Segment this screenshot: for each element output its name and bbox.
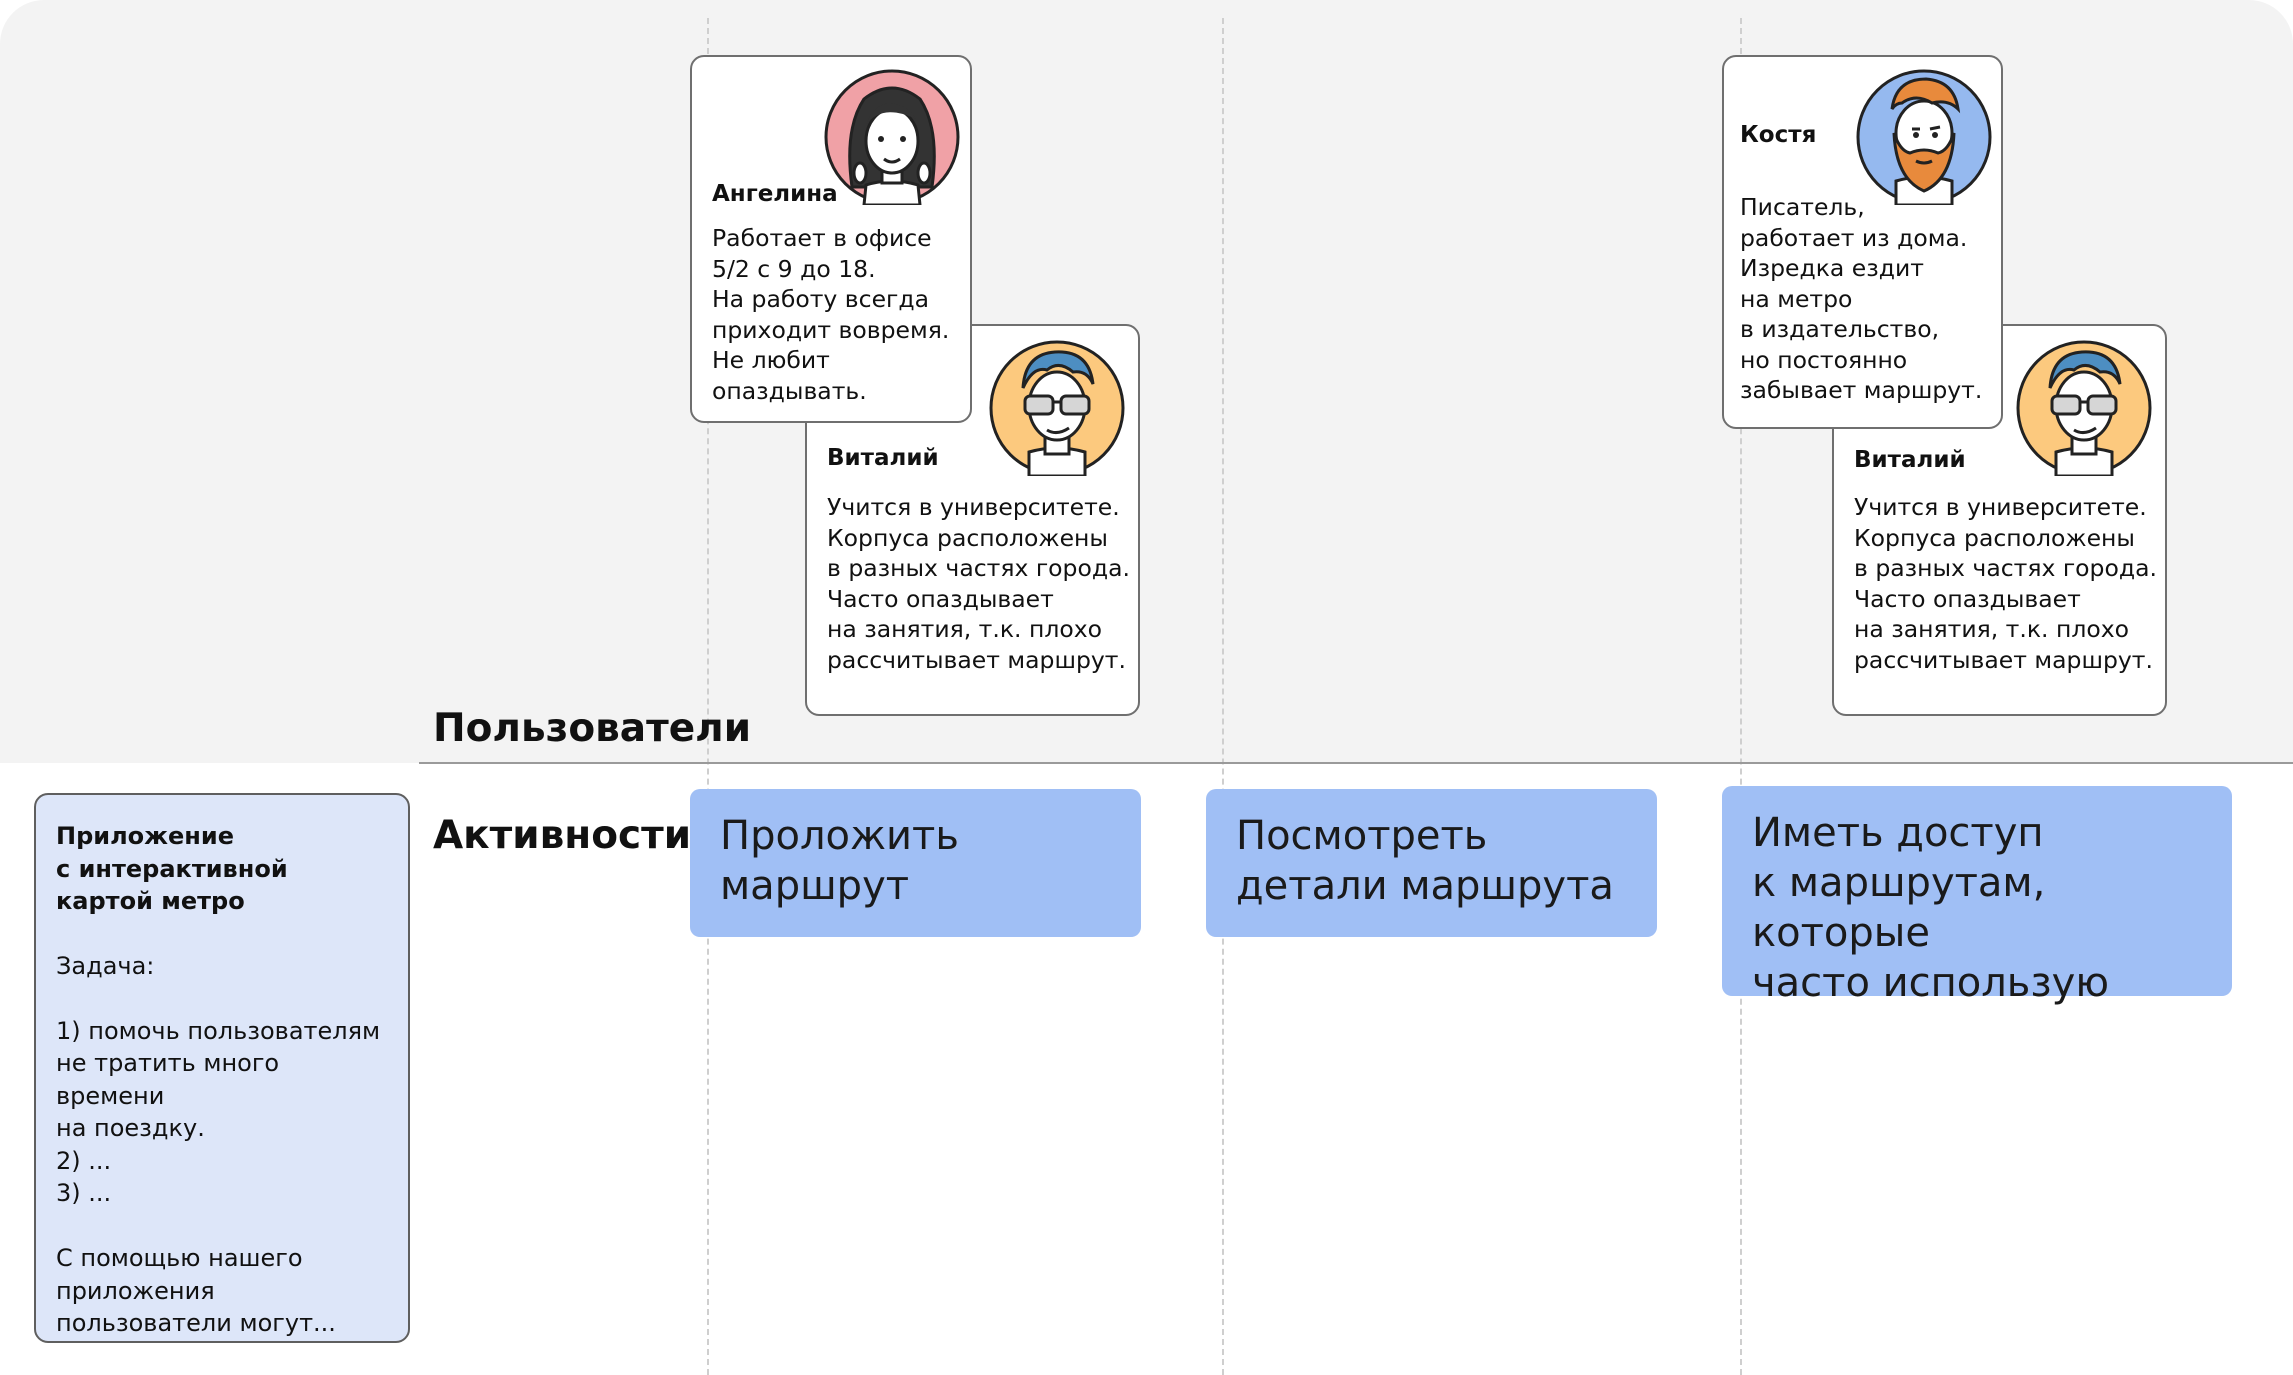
activities-section-label: Активности [433, 813, 692, 858]
young-man-glasses-avatar-icon [2016, 340, 2152, 476]
activity-card: Иметь доступ к маршрутам, которые часто … [1722, 786, 2232, 1006]
persona-name: Виталий [827, 445, 939, 471]
persona-name: Ангелина [712, 181, 838, 207]
app-description-title: Приложение с интерактивной картой метро [56, 822, 288, 915]
persona-description: Учится в университете. Корпуса расположе… [827, 493, 1130, 674]
users-section-label: Пользователи [433, 706, 752, 751]
column-divider [1740, 18, 1742, 1375]
app-description-card: Приложение с интерактивной картой метро … [34, 793, 410, 1343]
section-divider [419, 762, 2293, 764]
persona-description: Учится в университете. Корпуса расположе… [1854, 493, 2157, 674]
persona-name: Костя [1740, 122, 1817, 148]
persona-description: Писатель, работает из дома. Изредка езди… [1740, 193, 1983, 404]
column-divider [707, 18, 709, 1375]
activity-card: Проложить маршрут [690, 789, 1141, 937]
young-man-glasses-avatar-icon [989, 340, 1125, 476]
persona-card-angelina: Ангелина Работает в офисе 5/2 с 9 до 18.… [690, 55, 972, 423]
bearded-man-avatar-icon [1856, 69, 1992, 205]
persona-name: Виталий [1854, 447, 1966, 473]
woman-avatar-icon [824, 69, 960, 205]
column-divider [1222, 18, 1224, 1375]
persona-description: Работает в офисе 5/2 с 9 до 18. На работ… [712, 224, 950, 405]
persona-card-vitaliy: Виталий Учится в университете. Корпуса р… [805, 324, 1140, 716]
persona-card-kostya: Костя Писатель, работает из дома. Изредк… [1722, 55, 2003, 429]
app-description-body: Задача: 1) помочь пользователям не трати… [56, 951, 381, 1338]
activity-card: Посмотреть детали маршрута [1206, 789, 1657, 937]
